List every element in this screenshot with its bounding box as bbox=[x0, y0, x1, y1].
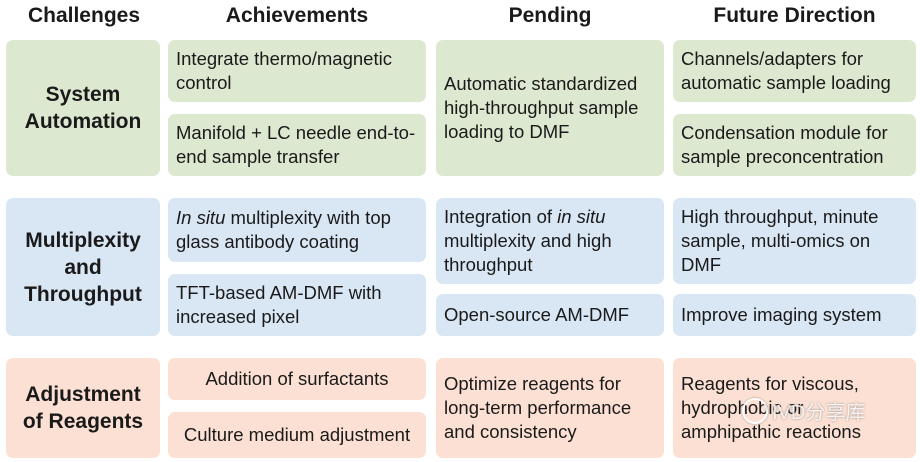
future-channels-adapters: Channels/adapters for automatic sample l… bbox=[673, 40, 916, 102]
achievement-tft-am-dmf: TFT-based AM-DMF with increased pixel bbox=[168, 274, 426, 336]
pending-integration-in-situ: Integration of in situ multiplexity and … bbox=[436, 198, 664, 284]
row-label-adjustment-reagents: Adjustment of Reagents bbox=[6, 358, 160, 458]
header-future-direction: Future Direction bbox=[713, 4, 876, 27]
achievement-manifold-transfer: Manifold + LC needle end-to-end sample t… bbox=[168, 114, 426, 176]
achievement-thermo-magnetic-control: Integrate thermo/magnetic control bbox=[168, 40, 426, 102]
pending-optimize-reagents: Optimize reagents for long-term performa… bbox=[436, 358, 664, 458]
future-high-throughput-omics: High throughput, minute sample, multi-om… bbox=[673, 198, 916, 284]
header-challenges: Challenges bbox=[27, 4, 141, 27]
future-condensation-module: Condensation module for sample preconcen… bbox=[673, 114, 916, 176]
watermark-logo-icon bbox=[742, 397, 768, 424]
pending-sample-loading: Automatic standardized high-throughput s… bbox=[436, 40, 664, 176]
pending-open-source-am-dmf: Open-source AM-DMF bbox=[436, 294, 664, 336]
achievement-surfactants: Addition of surfactants bbox=[168, 358, 426, 400]
future-imaging-system: Improve imaging system bbox=[673, 294, 916, 336]
achievement-culture-medium: Culture medium adjustment bbox=[168, 412, 426, 458]
achievement-in-situ-multiplexity: In situ multiplexity with top glass anti… bbox=[168, 198, 426, 262]
header-pending: Pending bbox=[508, 4, 592, 27]
future-reagents-viscous: Reagents for viscous, hydrophobic or amp… bbox=[673, 358, 916, 458]
row-label-system-automation: System Automation bbox=[6, 40, 160, 176]
header-achievements: Achievements bbox=[225, 4, 369, 27]
row-label-multiplexity-throughput: Multiplexity and Throughput bbox=[6, 198, 160, 336]
watermark: IVD分享库 bbox=[742, 396, 865, 425]
